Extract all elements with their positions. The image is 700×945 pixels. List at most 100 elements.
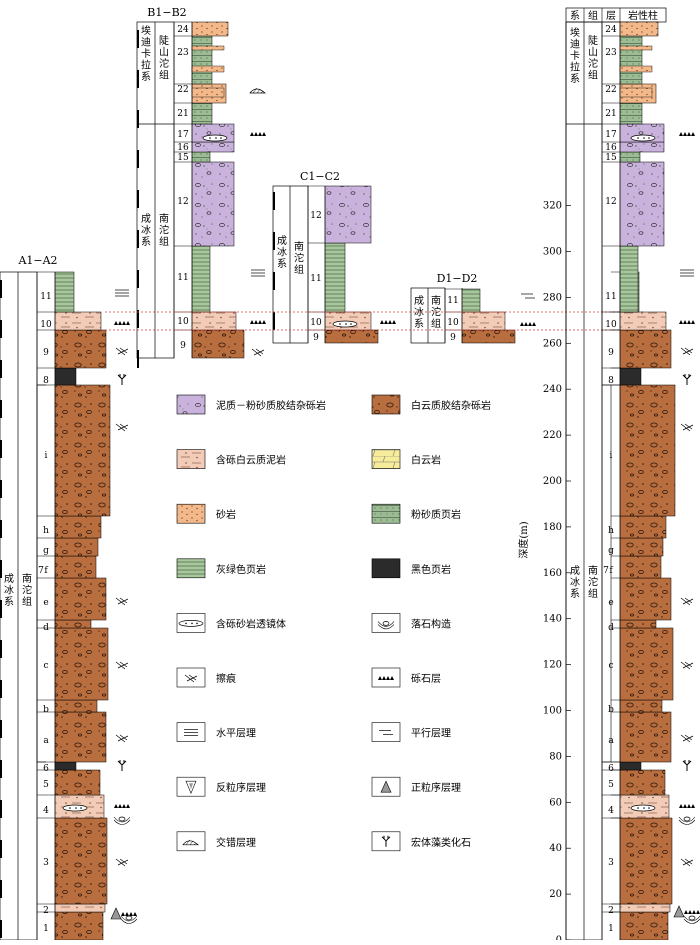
bed-number: 5 xyxy=(608,780,614,790)
legend-item: 反粒序层理 xyxy=(176,776,266,797)
gravel-layer-icon xyxy=(121,912,137,916)
horizontal-bedding-icon xyxy=(115,289,129,297)
legend-label: 擦痕 xyxy=(216,672,236,685)
striation-icon xyxy=(115,661,129,670)
bed-number: f xyxy=(44,566,48,576)
bed-number: 10 xyxy=(40,320,52,330)
correlation-lines xyxy=(105,311,645,331)
gravel-layer-icon xyxy=(380,320,396,324)
bed-rect xyxy=(619,761,642,771)
depth-tick-label: 280 xyxy=(543,292,562,303)
bed-rect xyxy=(191,35,213,85)
gravel-layer-icon xyxy=(378,676,394,680)
bed-number: a xyxy=(608,736,614,746)
depth-tick-label: 140 xyxy=(543,614,562,625)
header-column: 岩性柱 xyxy=(628,9,658,22)
lithology-column xyxy=(191,21,245,359)
legend-label: 白云质胶结杂砾岩 xyxy=(411,399,491,412)
bed-rect xyxy=(619,245,639,313)
bed-number: 9 xyxy=(43,348,49,358)
gravel-layer-icon xyxy=(520,322,536,326)
svg-text:冰: 冰 xyxy=(141,224,151,237)
muddy-conglomerate-swatch xyxy=(176,394,206,415)
formation-label: 南沱组 xyxy=(22,572,32,608)
macroalgae-fossil-icon xyxy=(682,760,692,771)
legend-item: 白云质胶结杂砾岩 xyxy=(371,394,491,415)
svg-text:埃: 埃 xyxy=(141,24,151,37)
bed-rect xyxy=(54,817,108,905)
section-b1-b2: B1−B2埃迪卡拉系陡山沱组成冰系南沱组91011121516172122232… xyxy=(136,6,266,368)
bed-rect xyxy=(54,911,104,941)
legend-symbol-box xyxy=(371,722,401,742)
section-title: A1−A2 xyxy=(17,254,57,267)
bed-rect xyxy=(191,21,229,37)
bed-rect xyxy=(324,185,372,244)
striation-icon xyxy=(115,423,129,432)
bed-number: d xyxy=(608,623,614,633)
bed-rect xyxy=(54,627,109,701)
cross-bedding-icon xyxy=(182,839,199,846)
formation-label: 南沱组 xyxy=(159,212,169,248)
normal-grading-icon xyxy=(673,905,685,918)
bed-rect xyxy=(619,329,672,369)
dropstone-icon xyxy=(113,816,131,825)
legend-item: 落石构造 xyxy=(371,613,451,633)
legend-label: 含砾白云质泥岩 xyxy=(216,454,286,467)
svg-text:成: 成 xyxy=(4,573,14,585)
bed-rect xyxy=(54,384,111,517)
bed-rect xyxy=(324,329,379,344)
legend-symbol-box xyxy=(371,667,401,688)
bed-number: 1 xyxy=(43,924,49,934)
bed-number: 10 xyxy=(177,317,189,327)
bed-number: 7 xyxy=(38,566,44,576)
bed-rect xyxy=(461,288,481,313)
svg-text:迪: 迪 xyxy=(570,39,580,51)
system-label: 成冰系 xyxy=(277,235,287,270)
bed-number: 2 xyxy=(608,906,614,916)
bed-number: 11 xyxy=(177,273,188,283)
legend-item: 擦痕 xyxy=(176,667,236,688)
legend-label: 交错层理 xyxy=(216,836,256,849)
depth-tick-label: 160 xyxy=(543,568,562,579)
bed-number: 21 xyxy=(605,109,616,119)
striation-icon xyxy=(680,858,694,867)
svg-text:拉: 拉 xyxy=(141,59,151,72)
bed-rect xyxy=(54,515,102,539)
svg-text:系: 系 xyxy=(570,73,580,85)
svg-text:南: 南 xyxy=(159,212,169,225)
bed-number: 2 xyxy=(43,906,49,916)
bed-number: a xyxy=(43,736,49,746)
system-label: 成冰系 xyxy=(4,573,14,608)
svg-text:成: 成 xyxy=(277,235,287,247)
bed-rect xyxy=(619,367,642,386)
bed-rect xyxy=(54,761,77,771)
dolomite-swatch xyxy=(371,449,401,469)
svg-text:系: 系 xyxy=(4,596,14,608)
bed-rect xyxy=(619,699,663,713)
normal-grading-icon xyxy=(380,780,392,793)
bed-number: 1 xyxy=(608,924,614,934)
svg-text:南: 南 xyxy=(588,564,598,577)
bed-rect xyxy=(619,577,672,621)
legend-label: 砂岩 xyxy=(216,508,236,521)
legend-item: 正粒序层理 xyxy=(371,776,461,797)
bed-number: 3 xyxy=(608,858,614,868)
bed-number: 12 xyxy=(177,197,188,207)
sandstone-swatch xyxy=(176,503,206,524)
legend: 泥质－粉砂质胶结杂砾岩白云质胶结杂砾岩含砾白云质泥岩白云岩砂岩粉砂质页岩灰绿色页… xyxy=(176,394,491,852)
depth-tick-label: 60 xyxy=(549,797,562,808)
section-title: C1−C2 xyxy=(300,170,340,183)
bed-rect xyxy=(54,537,99,557)
system-label: 成冰系 xyxy=(570,565,580,600)
legend-item: 粉砂质页岩 xyxy=(371,503,461,524)
bed-rect xyxy=(54,769,101,796)
macroalgae-fossil-icon xyxy=(381,835,391,847)
striation-icon xyxy=(680,661,694,670)
bed-number: 21 xyxy=(177,109,188,119)
bed-rect xyxy=(191,329,245,359)
svg-text:埃: 埃 xyxy=(570,26,580,39)
dropstone-icon xyxy=(683,915,700,924)
